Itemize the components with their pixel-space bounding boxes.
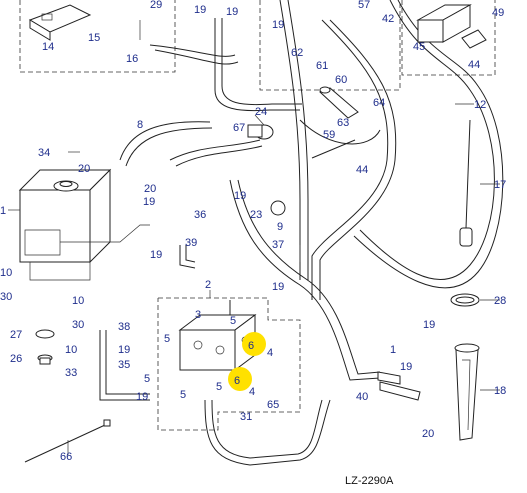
cylinder-60 [319,86,359,119]
label-30: 30 [0,291,12,303]
label-19: 19 [400,361,412,373]
grommet-26 [37,354,53,365]
label-20: 20 [78,163,90,175]
label-19: 19 [150,249,162,261]
label-2: 2 [205,279,211,291]
label-38: 38 [118,321,130,333]
group-box-top-left [19,0,176,73]
leader-lines [8,20,500,455]
label-29: 29 [150,0,162,11]
label-19: 19 [194,4,206,16]
label-1: 1 [0,205,6,217]
label-26: 26 [10,353,22,365]
label-5: 5 [230,315,236,327]
label-27: 27 [10,329,22,341]
valve-block-45 [416,4,487,49]
label-6-upper: 6 [248,340,254,352]
reservoir-tank [18,168,150,281]
label-62: 62 [291,47,303,59]
label-17: 17 [494,179,506,191]
label-40: 40 [356,391,368,403]
label-61: 61 [316,60,328,72]
label-24: 24 [255,106,267,118]
label-19: 19 [118,344,130,356]
label-4: 4 [267,347,273,359]
part-labels: 29 19 19 14 15 16 19 62 61 60 57 42 49 4… [0,0,506,487]
label-66: 66 [60,451,72,463]
label-10: 10 [65,344,77,356]
label-30: 30 [72,319,84,331]
label-9: 9 [277,221,283,233]
hose-40 [377,371,421,401]
label-42: 42 [382,13,394,25]
label-45: 45 [413,41,425,53]
label-5: 5 [144,373,150,385]
fitting-24 [247,124,274,140]
label-18: 18 [494,385,506,397]
cable-tie-66 [24,419,111,463]
label-23: 23 [250,209,262,221]
washer-27 [35,329,55,339]
label-15: 15 [88,32,100,44]
label-12: 12 [474,99,486,111]
label-5: 5 [216,381,222,393]
label-5: 5 [164,333,170,345]
label-37: 37 [272,239,284,251]
label-19: 19 [136,391,148,403]
label-28: 28 [494,295,506,307]
dipstick-17 [459,119,473,247]
label-44: 44 [468,59,480,71]
label-19: 19 [143,196,155,208]
label-8: 8 [137,119,143,131]
label-67: 67 [233,122,245,134]
label-31: 31 [240,411,252,423]
label-19: 19 [272,19,284,31]
label-35: 35 [118,359,130,371]
label-33: 33 [65,367,77,379]
label-63: 63 [337,117,349,129]
bracket-14 [28,4,92,41]
group-box-right-top [401,0,496,76]
highlight-marks [228,332,266,391]
label-5: 5 [180,389,186,401]
group-box-top-right [259,0,401,91]
label-20: 20 [144,183,156,195]
group-box-valve [157,297,301,431]
label-36: 36 [194,209,206,221]
drawing-number: LZ-2290A [345,475,394,487]
label-49: 49 [492,7,504,19]
o-ring-28 [450,293,480,307]
label-3: 3 [195,309,201,321]
label-59: 59 [323,129,335,141]
label-19: 19 [423,319,435,331]
label-65: 65 [267,399,279,411]
label-64: 64 [373,97,385,109]
label-14: 14 [42,41,54,53]
label-34: 34 [38,147,50,159]
label-39: 39 [185,237,197,249]
hose-lines [99,0,504,466]
label-60: 60 [335,74,347,86]
rod-59 [311,139,356,159]
label-19: 19 [272,281,284,293]
highlight-6-lower [228,367,252,391]
label-16: 16 [126,53,138,65]
label-1: 1 [390,344,396,356]
label-57: 57 [358,0,370,11]
label-10: 10 [72,295,84,307]
label-19: 19 [226,6,238,18]
highlight-6-upper [242,332,266,356]
label-19: 19 [234,190,246,202]
tube-18 [454,343,480,441]
label-10: 10 [0,267,12,279]
label-4: 4 [249,386,255,398]
label-6-lower: 6 [234,375,240,387]
label-58: 44 [356,164,368,176]
label-20: 20 [422,428,434,440]
cap-9 [270,200,286,216]
